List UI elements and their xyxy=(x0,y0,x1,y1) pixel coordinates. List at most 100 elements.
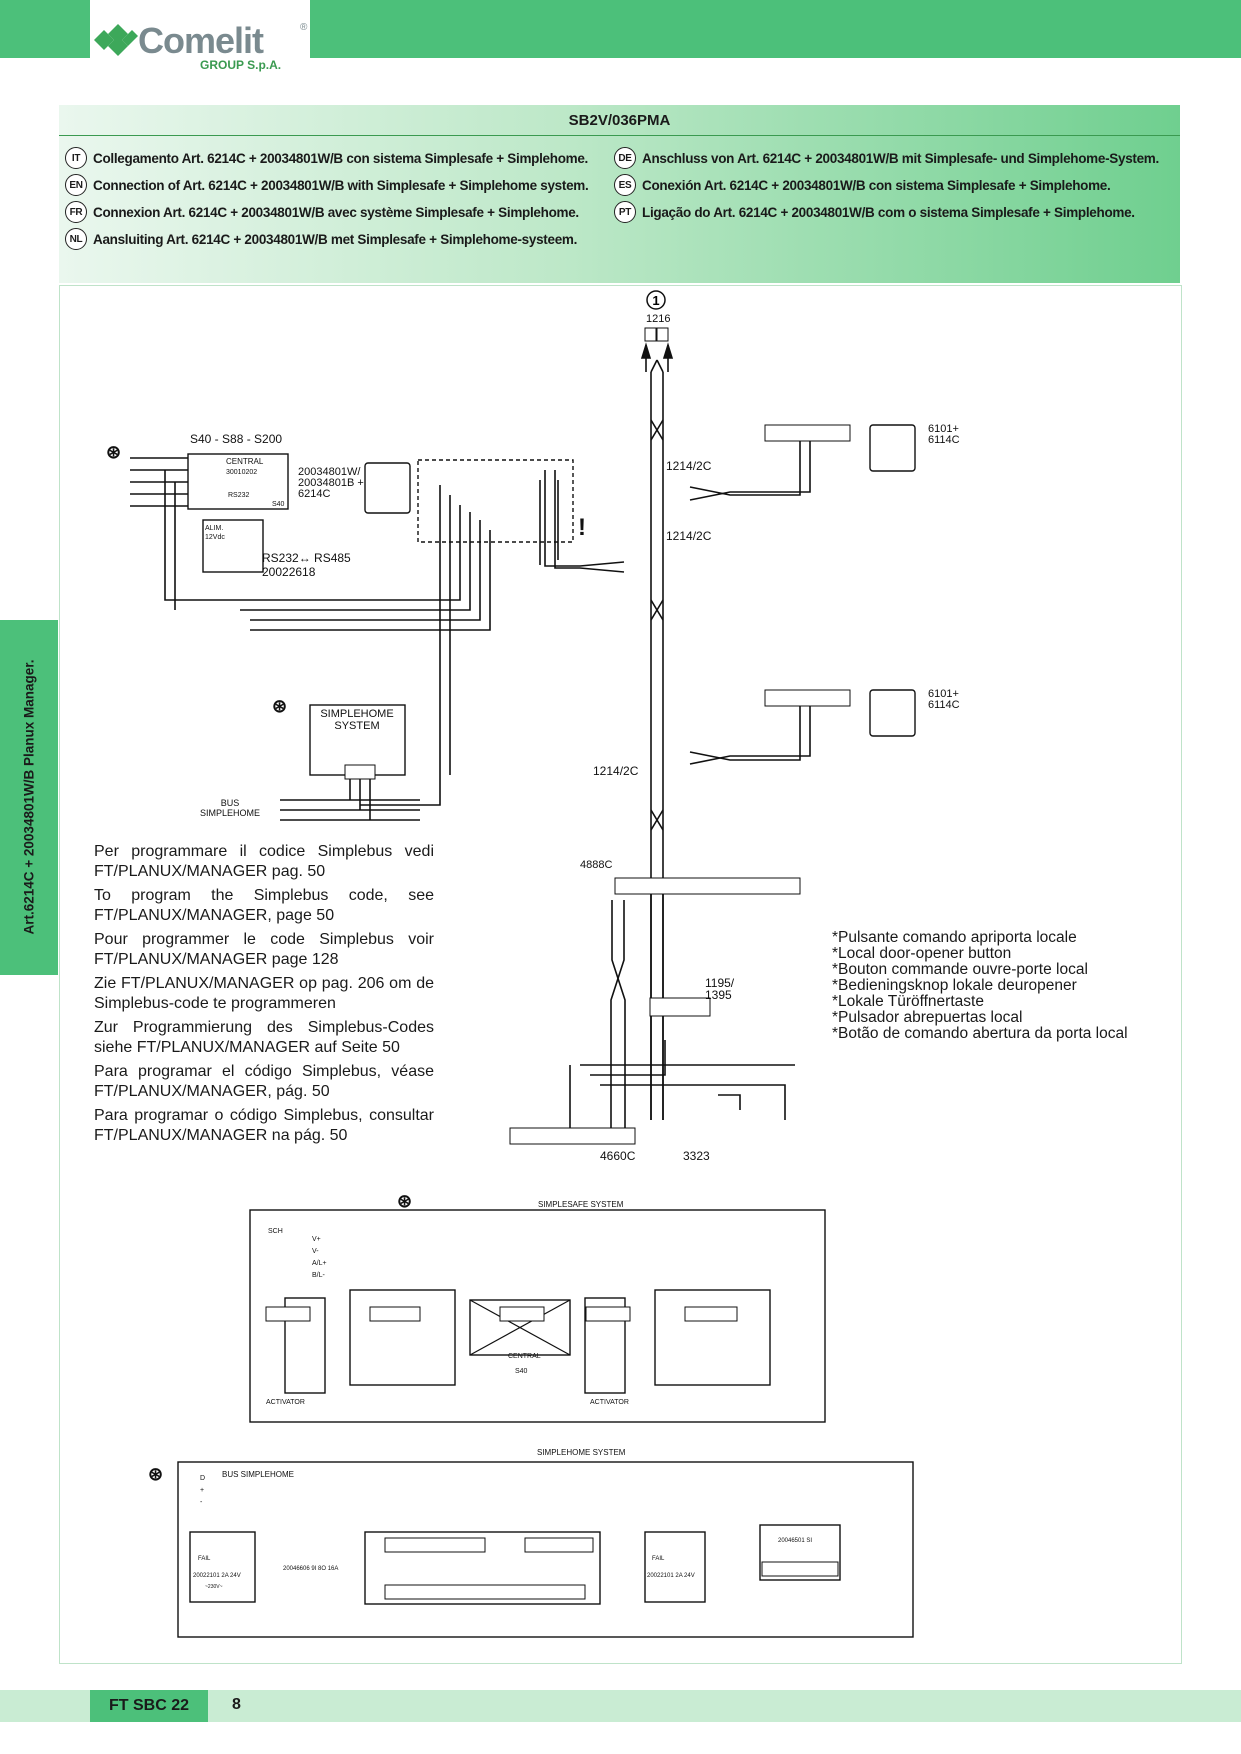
lang-badge: NL xyxy=(65,228,87,250)
label-1214-a: 1214/2C xyxy=(666,459,712,473)
warning-icon: ! xyxy=(578,514,586,541)
lang-es: ES Conexión Art. 6214C + 20034801W/B con… xyxy=(614,174,1111,196)
label-art1: 20034801W/ xyxy=(298,466,361,478)
lang-badge: FR xyxy=(65,201,87,223)
label-psu-1: 20022101 2A 24V xyxy=(193,1573,241,1579)
lang-de: DE Anschluss von Art. 6214C + 20034801W/… xyxy=(614,147,1159,169)
label-activator-1: ACTIVATOR xyxy=(266,1399,305,1406)
lang-badge: PT xyxy=(614,201,636,223)
lang-badge: DE xyxy=(614,147,636,169)
label-6101-a: 6101+ xyxy=(928,423,959,435)
note-de: Zur Programmierung des Simplebus-Codes s… xyxy=(94,1019,434,1056)
note-it: Per programmare il codice Simplebus vedi… xyxy=(94,843,434,880)
note-nl: Zie FT/PLANUX/MANAGER op pag. 206 om de … xyxy=(94,975,434,1012)
diagram-frame xyxy=(59,285,1182,1664)
star-note: *Pulsador abrepuertas local xyxy=(832,1009,1023,1026)
lang-badge: IT xyxy=(65,147,87,169)
label-wire-minus: - xyxy=(200,1499,203,1506)
label-simplesafe: SIMPLESAFE SYSTEM xyxy=(538,1200,624,1209)
label-1216: 1216 xyxy=(646,313,670,325)
brand-sub: GROUP S.p.A. xyxy=(200,58,282,72)
label-wire-plus: + xyxy=(200,1487,204,1494)
label-1214-b: 1214/2C xyxy=(666,529,712,543)
lang-text: Conexión Art. 6214C + 20034801W/B con si… xyxy=(642,177,1111,193)
label-central-code: 30010202 xyxy=(226,469,257,476)
label-simplehome-1: SIMPLEHOME xyxy=(320,708,393,720)
label-6114-a: 6114C xyxy=(928,434,960,446)
title-panel: SB2V/036PMA IT Collegamento Art. 6214C +… xyxy=(59,105,1180,283)
label-fail-2: FAIL xyxy=(652,1556,665,1562)
note-fr: Pour programmer le code Simplebus voir F… xyxy=(94,931,434,968)
lang-fr: FR Connexion Art. 6214C + 20034801W/B av… xyxy=(65,201,579,223)
label-12v: 12Vdc xyxy=(205,534,225,541)
label-simplehome-title: SIMPLEHOME SYSTEM xyxy=(537,1448,626,1457)
programming-notes: Per programmare il codice Simplebus vedi… xyxy=(94,842,434,1150)
doc-code: SB2V/036PMA xyxy=(568,112,671,129)
lang-text: Connexion Art. 6214C + 20034801W/B avec … xyxy=(93,204,579,220)
comelit-logo-icon xyxy=(94,24,138,56)
label-1395: 1395 xyxy=(705,988,732,1002)
label-io-module: 20046606 9I 8O 16A xyxy=(283,1566,338,1572)
label-4888c: 4888C xyxy=(580,859,612,871)
label-1214-c: 1214/2C xyxy=(593,764,639,778)
star-note: *Botão de comando abertura da porta loca… xyxy=(832,1025,1128,1042)
lang-badge: EN xyxy=(65,174,87,196)
star-note: *Lokale Türöffnertaste xyxy=(832,993,984,1010)
lang-text: Aansluiting Art. 6214C + 20034801W/B met… xyxy=(93,231,578,247)
note-en: To program the Simplebus code, see FT/PL… xyxy=(94,887,434,924)
label-1195: 1195/ xyxy=(705,976,735,990)
star-note: *Local door-opener button xyxy=(832,945,1012,962)
registered-mark: ® xyxy=(300,22,308,33)
lang-nl: NL Aansluiting Art. 6214C + 20034801W/B … xyxy=(65,228,577,250)
label-rs-code: 20022618 xyxy=(262,565,316,579)
footer-code: FT SBC 22 xyxy=(90,1690,208,1722)
asterisk-icon: ⊛ xyxy=(272,696,287,716)
label-art3: 6214C xyxy=(298,488,330,500)
brand-name: Comelit xyxy=(138,20,264,61)
lang-text: Anschluss von Art. 6214C + 20034801W/B m… xyxy=(642,150,1159,166)
lang-it: IT Collegamento Art. 6214C + 20034801W/B… xyxy=(65,147,588,169)
lang-badge: ES xyxy=(614,174,636,196)
label-rs-conv: RS232↔ RS485 xyxy=(262,551,351,565)
note-pt: Para programar o código Simplebus, consu… xyxy=(94,1107,434,1144)
label-alim: ALIM. xyxy=(205,525,223,532)
label-wire-al: A/L+ xyxy=(312,1260,327,1267)
label-fail-1: FAIL xyxy=(198,1556,211,1562)
star-note: *Bouton commande ouvre-porte local xyxy=(832,961,1088,978)
label-wire-vminus: V- xyxy=(312,1248,319,1255)
lang-en: EN Connection of Art. 6214C + 20034801W/… xyxy=(65,174,589,196)
label-central-box: CENTRAL xyxy=(508,1353,541,1360)
label-bus-simplehome: BUS SIMPLEHOME xyxy=(222,1470,294,1479)
label-230v: ~230V~ xyxy=(205,1584,223,1590)
lang-text: Ligação do Art. 6214C + 20034801W/B com … xyxy=(642,204,1135,220)
label-sch: SCH xyxy=(268,1228,283,1235)
callout-1: 1 xyxy=(652,293,659,308)
label-s40-small: S40 xyxy=(272,501,285,508)
label-bus-2: SIMPLEHOME xyxy=(200,808,260,818)
label-central-s40: S40 xyxy=(515,1368,528,1375)
star-note: *Bedieningsknop lokale deuropener xyxy=(832,977,1077,994)
label-rs232: RS232 xyxy=(228,492,250,499)
divider xyxy=(59,135,1180,136)
label-bus-1: BUS xyxy=(221,798,240,808)
label-activator-2: ACTIVATOR xyxy=(590,1399,629,1406)
note-es: Para programar el código Simplebus, véas… xyxy=(94,1063,434,1100)
label-4660c: 4660C xyxy=(600,1149,636,1163)
logo: Comelit ® GROUP S.p.A. xyxy=(90,0,310,76)
star-note: *Pulsante comando apriporta locale xyxy=(832,929,1077,946)
side-tab xyxy=(0,620,58,975)
label-3323: 3323 xyxy=(683,1149,710,1163)
label-si-module: 20046501 SI xyxy=(778,1538,812,1544)
door-button-notes: *Pulsante comando apriporta locale *Loca… xyxy=(832,930,1128,1042)
asterisk-icon: ⊛ xyxy=(148,1464,163,1484)
label-s40: S40 - S88 - S200 xyxy=(190,432,282,446)
asterisk-icon: ⊛ xyxy=(397,1191,412,1211)
lang-text: Connection of Art. 6214C + 20034801W/B w… xyxy=(93,177,589,193)
label-simplehome-2: SYSTEM xyxy=(334,720,379,732)
label-central: CENTRAL xyxy=(226,457,264,466)
label-wire-d: D xyxy=(200,1475,205,1482)
asterisk-icon: ⊛ xyxy=(106,442,121,462)
label-6101-b: 6101+ xyxy=(928,688,959,700)
label-wire-vplus: V+ xyxy=(312,1236,321,1243)
